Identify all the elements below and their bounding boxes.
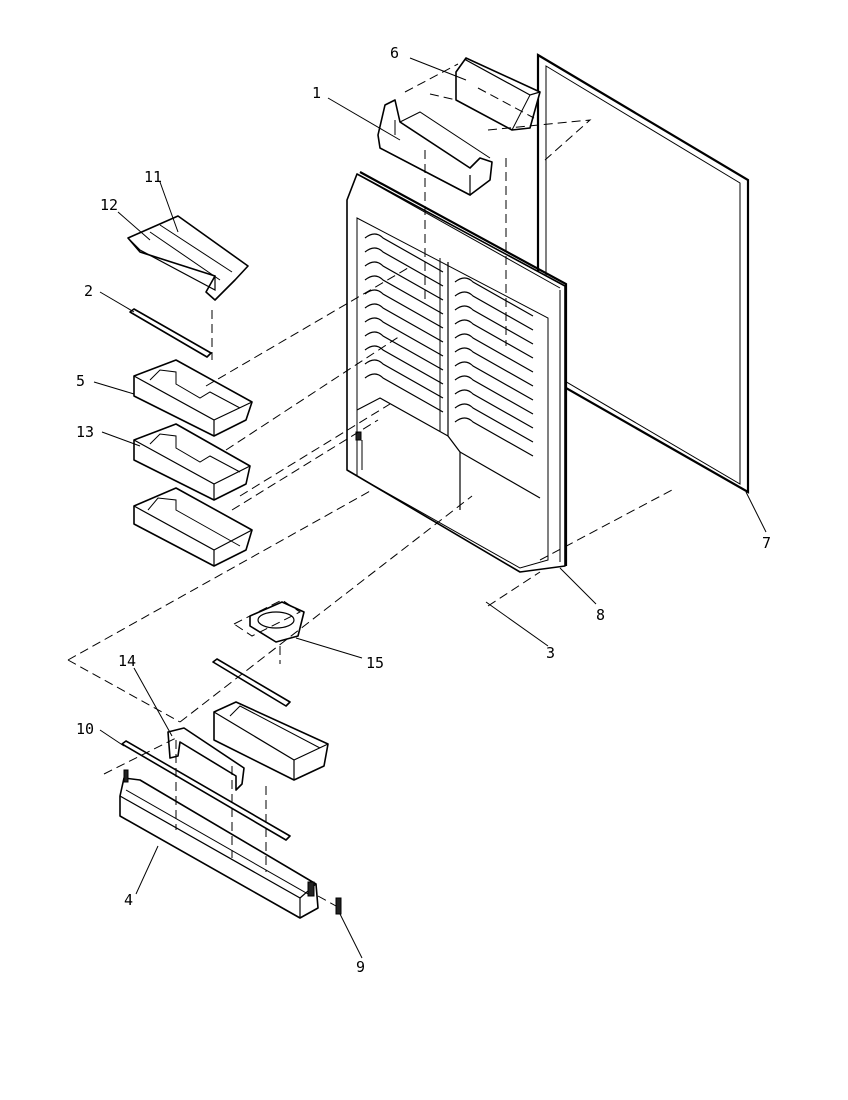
callout-8: 8 [596, 606, 605, 624]
callout-9: 9 [356, 958, 365, 976]
shelf-cover [127, 215, 249, 301]
left-shelf-ribs [364, 233, 444, 413]
callout-2: 2 [84, 282, 93, 300]
callout-14: 14 [118, 652, 136, 670]
small-bin [213, 701, 329, 781]
door-bin-5 [133, 359, 253, 437]
callout-4: 4 [124, 891, 133, 909]
door-liner [346, 171, 568, 573]
leader-lines [93, 57, 767, 959]
callout-13: 13 [76, 423, 94, 441]
door-gasket [536, 53, 750, 494]
bar-bracket [167, 727, 245, 791]
bottom-bin [119, 769, 319, 919]
callout-7: 7 [762, 534, 771, 552]
callout-5: 5 [76, 372, 85, 390]
callout-15: 15 [366, 654, 384, 672]
callout-10: 10 [76, 720, 94, 738]
lower-door-bar [121, 740, 291, 841]
retainer-bar-small [212, 658, 291, 707]
dairy-bracket [377, 99, 493, 196]
callout-3: 3 [546, 644, 555, 662]
callout-12: 12 [100, 196, 118, 214]
right-shelf-ribs [454, 277, 534, 457]
callout-1: 1 [312, 84, 321, 102]
callout-11: 11 [144, 168, 162, 186]
assembly-lines [67, 63, 673, 907]
door-bin-lower [133, 487, 253, 567]
callout-labels: 1 2 3 4 5 6 7 8 9 10 11 12 13 14 15 [76, 44, 771, 976]
screw [335, 897, 342, 915]
callout-6: 6 [390, 44, 399, 62]
egg-cup [249, 601, 305, 643]
retainer-bar-2 [129, 308, 212, 358]
dairy-door [455, 57, 541, 131]
door-bin-13 [133, 423, 251, 501]
